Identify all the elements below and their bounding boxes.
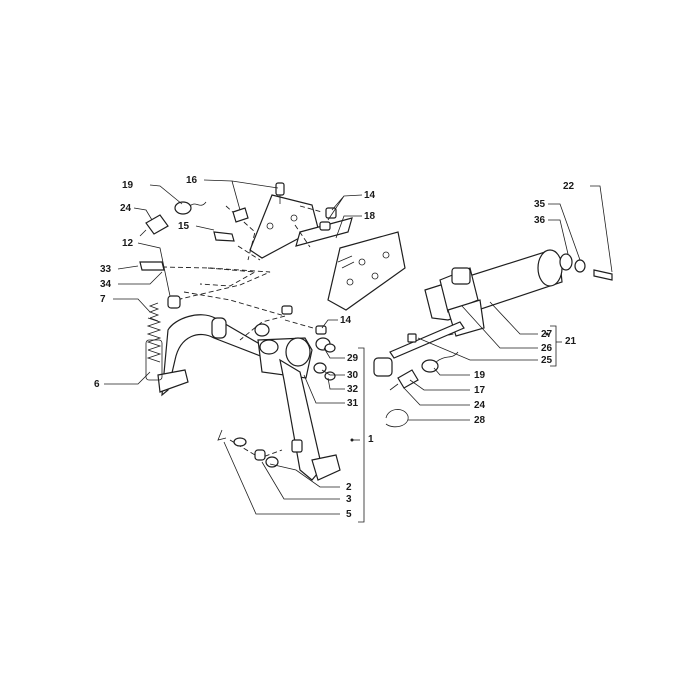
cylinder-assembly (373, 249, 613, 377)
callout-35: 35 (534, 199, 546, 210)
bracket-dot-1 (350, 438, 354, 442)
callout-32: 32 (347, 384, 359, 395)
callout-26: 26 (541, 343, 553, 354)
callout-21: 21 (565, 336, 577, 347)
bolt-15 (213, 231, 235, 242)
callout-19-left: 19 (122, 180, 134, 191)
callout-3: 3 (346, 494, 352, 505)
leader-lines (104, 179, 613, 515)
callout-36: 36 (534, 215, 546, 226)
callout-14-top: 14 (364, 190, 376, 201)
callout-19-right: 19 (474, 370, 486, 381)
callout-5: 5 (346, 509, 352, 520)
callout-18: 18 (364, 211, 376, 222)
callout-25: 25 (541, 355, 553, 366)
callout-7: 7 (100, 294, 106, 305)
callout-14-mid: 14 (340, 315, 352, 326)
callout-28: 28 (474, 415, 486, 426)
spring-part (145, 302, 163, 381)
callout-17: 17 (474, 385, 486, 396)
callout-29: 29 (347, 353, 359, 364)
mounting-bracket-part (249, 194, 406, 311)
bolt-16a (275, 182, 285, 204)
bracket-dot-27 (545, 332, 549, 336)
bolt-16b (232, 207, 249, 223)
callout-2: 2 (346, 482, 352, 493)
callout-1: 1 (368, 434, 374, 445)
clip-28 (385, 409, 409, 428)
callout-6: 6 (94, 379, 100, 390)
callout-27: 27 (541, 329, 553, 340)
sensor-19-24-left (139, 201, 207, 237)
nut-14-top (319, 207, 337, 231)
callout-33: 33 (100, 264, 112, 275)
sensor-19-17-24-right (389, 351, 459, 391)
callout-24-left: 24 (120, 203, 132, 214)
foot-pad-washers (217, 429, 303, 468)
callout-16: 16 (186, 175, 198, 186)
group-bracket-1 (358, 347, 365, 523)
callout-30: 30 (347, 370, 359, 381)
callout-34: 34 (100, 279, 112, 290)
callout-12: 12 (122, 238, 134, 249)
pedal-arm-part (157, 314, 341, 481)
callout-31: 31 (347, 398, 359, 409)
bolt-33 (139, 261, 165, 271)
nut-12 (167, 295, 181, 309)
callout-22: 22 (563, 181, 575, 192)
group-bracket-21 (550, 325, 562, 367)
callout-24-right: 24 (474, 400, 486, 411)
callout-15: 15 (178, 221, 190, 232)
